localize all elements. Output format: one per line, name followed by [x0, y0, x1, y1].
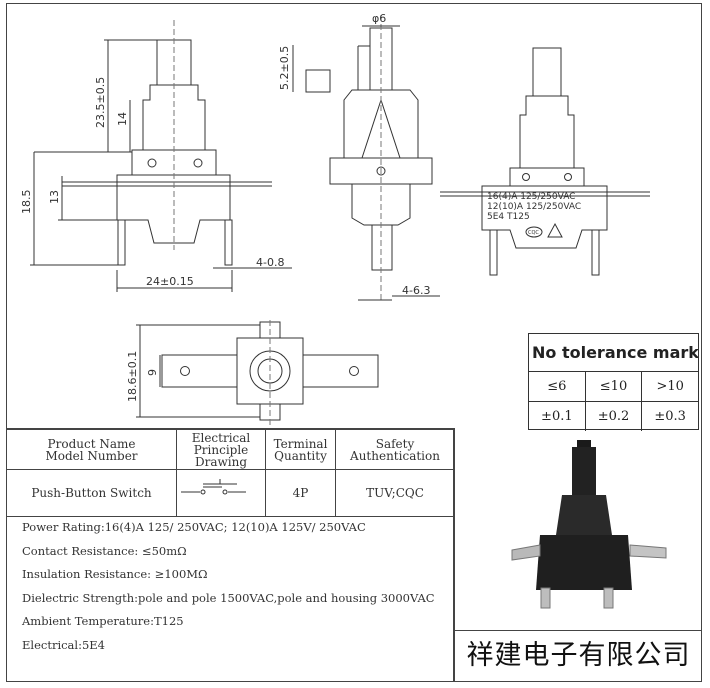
tolerance-range-row: ≤6 ≤10 >10: [529, 372, 698, 402]
back-terminal-right: [591, 229, 600, 276]
back-terminal-left: [489, 229, 498, 276]
marking-line1: 16(4)A 125/250VAC: [487, 192, 575, 202]
marking-line3: 5E4 T125: [487, 212, 530, 222]
back-plunger: [532, 47, 562, 97]
front-terminal-left: [117, 219, 126, 266]
front-base: [116, 174, 231, 244]
dim-23-5: 23.5±0.5: [94, 77, 107, 128]
cqc-mark-outline: [525, 226, 543, 238]
dim-4-0-8: 4-0.8: [256, 256, 284, 269]
back-rivet-left: [522, 173, 530, 181]
property-contact-resistance: Contact Resistance: ≤50mΩ: [22, 543, 187, 558]
dim-4-6-3: 4-6.3: [402, 284, 430, 297]
properties-list: Power Rating:16(4)A 125/ 250VAC; 12(10)A…: [6, 516, 454, 658]
dim-18-6: 18.6±0.1: [126, 351, 139, 402]
spec-panel: Product Name Model Number Electrical Pri…: [6, 428, 455, 682]
front-terminal-right: [224, 219, 233, 266]
row-product: Push-Button Switch: [6, 469, 177, 517]
product-photo: [511, 440, 667, 609]
row-safety: TUV;CQC: [335, 469, 455, 517]
side-terminal: [371, 224, 393, 271]
dim-18-5: 18.5: [20, 190, 33, 215]
header-product: Product Name Model Number: [6, 429, 177, 470]
header-electrical: Electrical Principle Drawing: [176, 429, 266, 470]
back-rivet-right: [564, 173, 572, 181]
tolerance-table: No tolerance mark ≤6 ≤10 >10 ±0.1 ±0.2 ±…: [528, 333, 699, 431]
company-name: 祥建电子有限公司: [454, 630, 702, 682]
tolerance-range: ≤10: [586, 372, 643, 401]
dim-24: 24±0.15: [146, 275, 194, 288]
dim-5-2: 5.2±0.5: [278, 46, 291, 90]
side-rivet: [376, 166, 386, 176]
dim-14: 14: [116, 112, 129, 126]
back-bracket: [509, 167, 585, 187]
header-safety: Safety Authentication: [335, 429, 455, 470]
cqc-mark: CQC: [528, 230, 539, 236]
tolerance-value: ±0.2: [586, 402, 643, 431]
property-dielectric-strength: Dielectric Strength:pole and pole 1500VA…: [22, 590, 435, 605]
bottom-terminal-left: [161, 354, 238, 388]
row-terminal: 4P: [265, 469, 336, 517]
header-terminal: Terminal Quantity: [265, 429, 336, 470]
marking-line2: 12(10)A 125/250VAC: [487, 202, 581, 212]
property-ambient-temperature: Ambient Temperature:T125: [22, 614, 184, 629]
dim-phi6: φ6: [372, 12, 386, 25]
tolerance-title: No tolerance mark: [529, 334, 698, 372]
back-upper-body: [519, 95, 575, 169]
drawing-sheet: [6, 3, 702, 682]
property-power-rating: Power Rating:16(4)A 125/ 250VAC; 12(10)A…: [22, 520, 366, 534]
spec-header-table: Product Name Model Number Electrical Pri…: [6, 429, 455, 517]
row-electrical: [176, 469, 266, 517]
bottom-terminal-right: [302, 354, 379, 388]
property-electrical: Electrical:5E4: [22, 637, 105, 652]
tolerance-value-row: ±0.1 ±0.2 ±0.3: [529, 402, 698, 431]
dim-9: 9: [146, 369, 159, 376]
front-rivet-left: [147, 158, 157, 168]
tolerance-value: ±0.1: [529, 402, 586, 431]
tolerance-range: ≤6: [529, 372, 586, 401]
front-rivet-right: [193, 158, 203, 168]
dim-13: 13: [48, 190, 61, 204]
photo-cell: [454, 428, 702, 630]
tolerance-range: >10: [656, 379, 684, 394]
side-body: [351, 183, 411, 226]
front-bracket: [131, 149, 217, 176]
tolerance-value: ±0.3: [654, 409, 686, 424]
property-insulation-resistance: Insulation Resistance: ≥100MΩ: [22, 567, 208, 582]
warning-triangle: [547, 222, 563, 238]
